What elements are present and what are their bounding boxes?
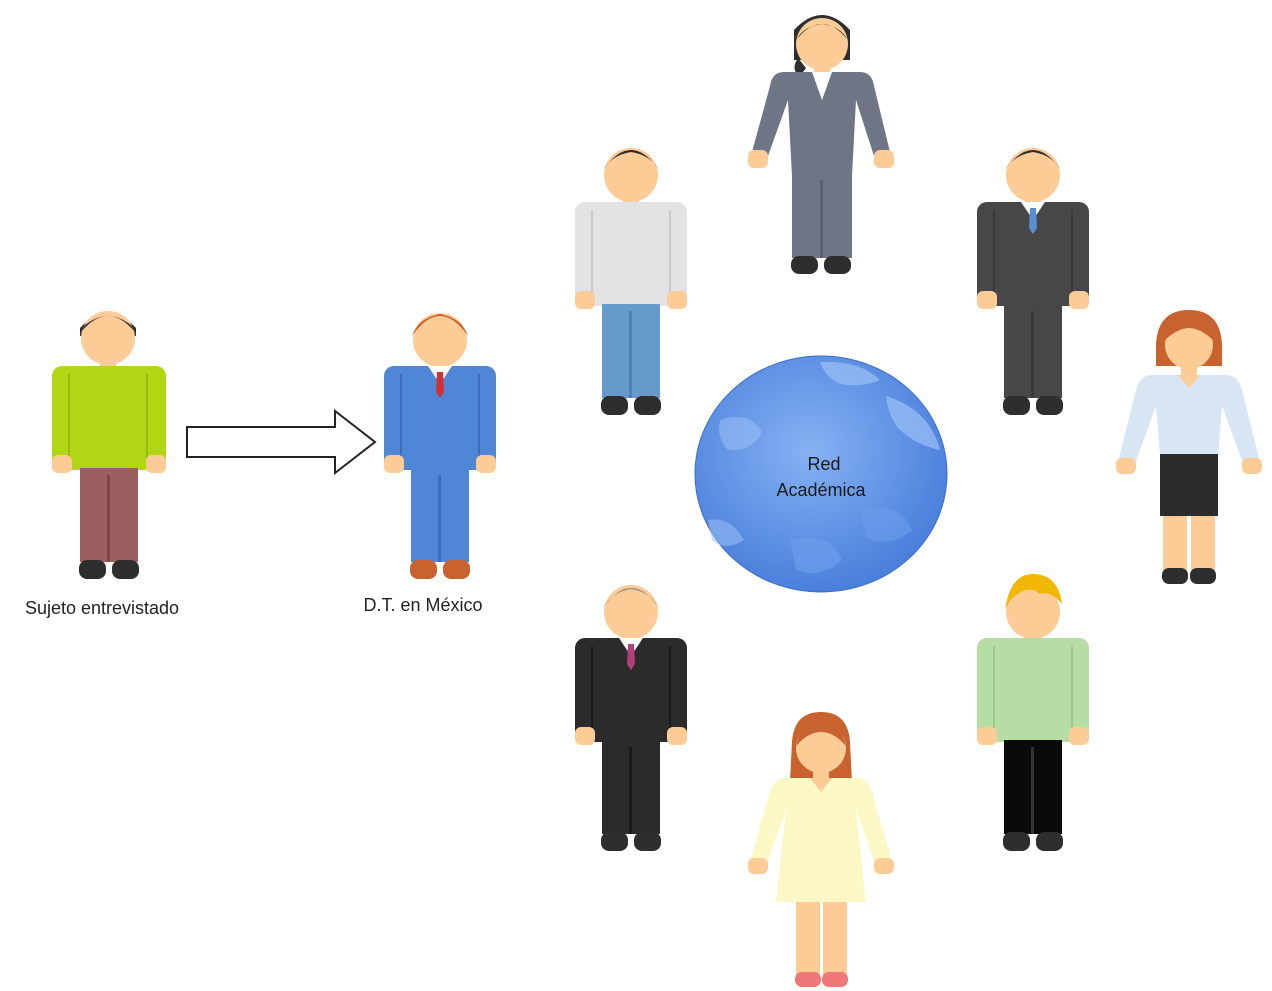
woman-dress-person-icon <box>748 712 894 987</box>
globe-label-line2: Académica <box>776 480 866 500</box>
businesswoman-person-icon <box>748 15 894 274</box>
businessman-gray-suit-person-icon <box>977 148 1089 415</box>
interviewee-person-icon <box>52 311 166 579</box>
woman-blouse-person-icon <box>1116 310 1262 584</box>
arrow-icon <box>186 408 377 476</box>
casual-man-person-icon <box>575 148 687 415</box>
globe-label-line1: Red <box>807 454 840 474</box>
interviewee-label: Sujeto entrevistado <box>25 598 179 618</box>
senior-businessman-person-icon <box>575 585 687 851</box>
globe-icon <box>694 355 948 593</box>
dt-mexico-label: D.T. en México <box>363 595 482 615</box>
young-man-blonde-person-icon <box>977 574 1089 851</box>
dt-mexico-person-icon <box>384 313 496 579</box>
